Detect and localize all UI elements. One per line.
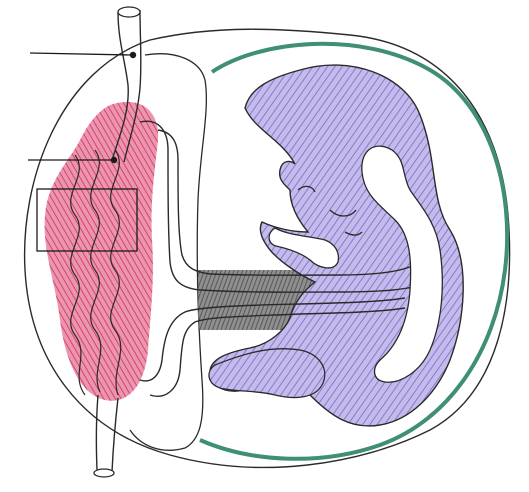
label-pointer-1	[30, 52, 136, 58]
pointer-dot-1	[130, 52, 136, 58]
pointer-dot-2	[111, 157, 117, 163]
